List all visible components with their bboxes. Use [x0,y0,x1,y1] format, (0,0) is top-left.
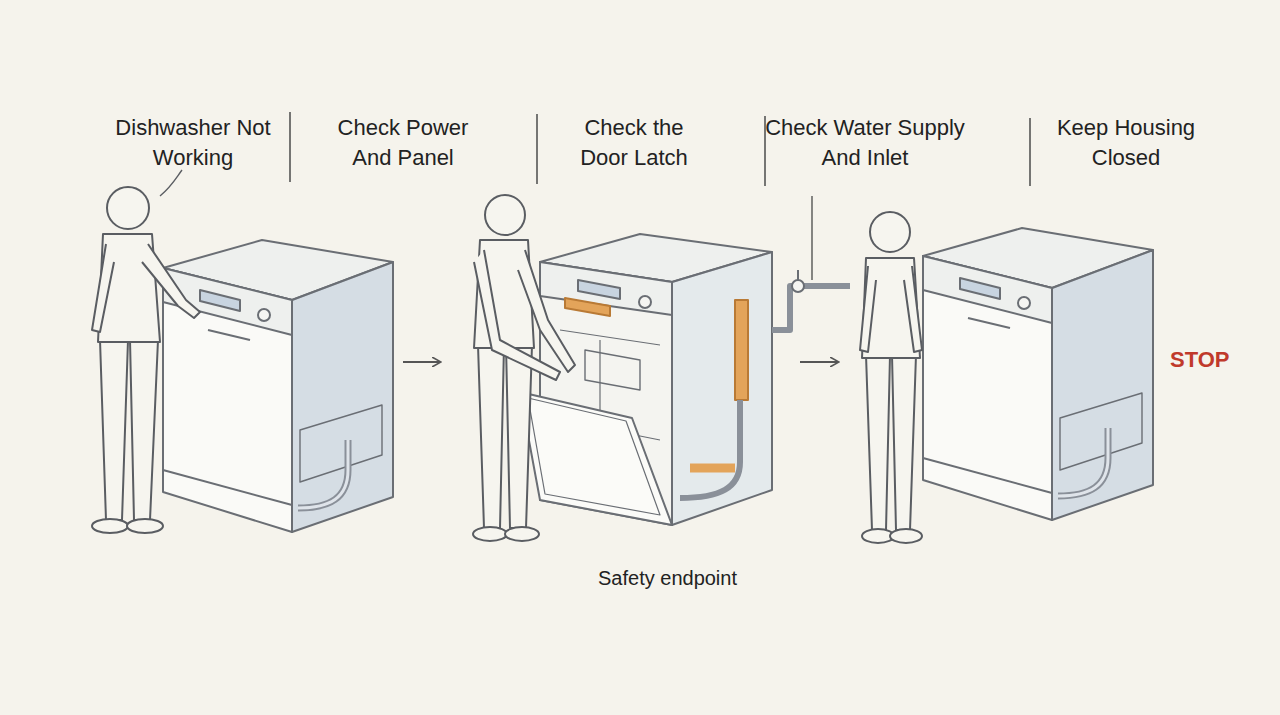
dishwasher-open-part [578,280,620,299]
dishwasher-open-part [528,398,660,515]
dishwasher-closed-part [298,440,348,508]
dishwasher-open-part [672,252,772,525]
person-figure-part [505,527,539,541]
dishwasher-closed-part [292,262,393,532]
person-figure-part [92,244,114,332]
person-figure [92,170,200,533]
dishwasher-closed [923,228,1153,520]
dishwasher-closed-part [163,470,292,505]
person-figure [473,195,575,541]
person-figure-part [142,244,200,318]
dishwasher-closed-part [298,440,348,508]
person-figure-part [506,345,532,528]
dishwasher-open-part [585,350,640,390]
dishwasher-closed-part [300,405,382,482]
dishwasher-open-part [797,270,799,280]
dishwasher-open-part [792,280,804,292]
column-separators [290,112,1030,186]
person-figure-part [485,195,525,235]
column-separators-part [536,114,538,184]
person-figure-part [478,345,504,528]
person-figure-part [892,355,916,530]
dishwasher-open-part [811,196,812,280]
column-separators-part [289,112,291,182]
person-figure-part [92,519,128,533]
step-heading: Dishwasher Not Working [113,113,273,173]
person-figure-part [160,170,182,196]
caption-note: Safety endpoint [598,563,737,593]
flow-arrow-part [800,361,838,363]
person-figure-part [904,266,922,352]
flow-arrow-part [403,361,440,363]
person-figure-part [866,355,890,530]
dishwasher-open-part [639,296,651,308]
dishwasher-open-part [520,392,672,525]
dishwasher-closed-part [258,309,270,321]
person-figure-part [127,519,163,533]
person-figure-part [474,250,560,380]
dishwasher-open-part [540,262,672,315]
dishwasher-open-part [690,464,735,473]
flow-arrow [403,361,838,363]
step-heading: Check Water Supply And Inlet [760,113,970,173]
person-figure-part [860,266,876,352]
step-heading: Check the Door Latch [559,113,709,173]
person-figure-part [130,340,158,520]
dishwasher-open-part [680,400,740,498]
column-separators-part [1029,118,1031,186]
dishwasher-closed-part [208,330,250,340]
dishwasher-closed [163,240,393,532]
dishwasher-closed-part [200,290,240,311]
step-heading: Keep Housing Closed [1036,113,1216,173]
person-figure-part [473,527,507,541]
dishwasher-open-part [735,300,748,400]
person-figure-part [100,340,128,520]
step-heading: Check Power And Panel [318,113,488,173]
person-figure [860,212,922,543]
dishwasher-open-part [772,286,850,330]
person-figure-part [107,187,149,229]
person-figure-part [870,212,910,252]
person-figure-part [890,529,922,543]
dishwasher-open-part [565,298,610,316]
stop-label: STOP [1170,345,1230,375]
